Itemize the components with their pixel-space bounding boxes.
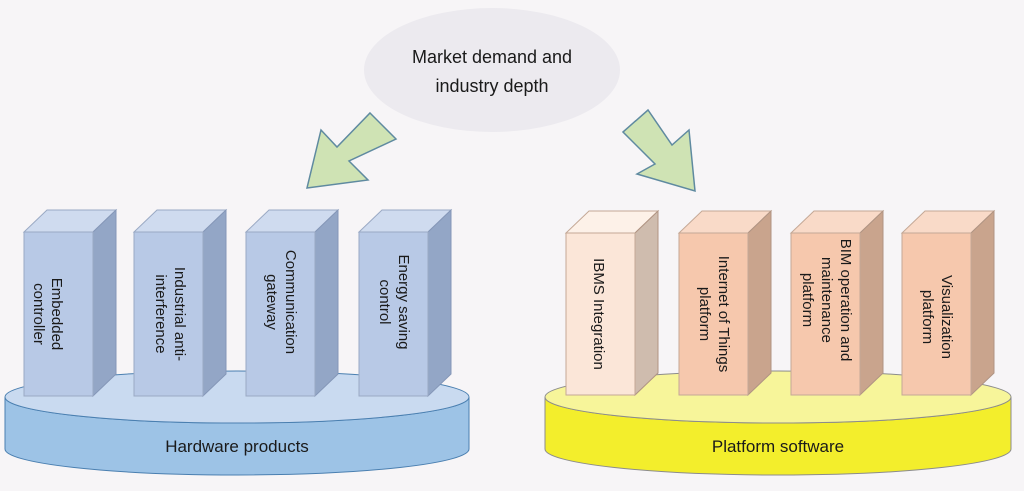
hardware-box-communication: Communication gateway (244, 208, 340, 398)
box-label-line-3: platform (799, 273, 816, 327)
market-demand-ellipse (364, 8, 620, 132)
software-box-ibms: IBMS Integration (564, 209, 660, 397)
arrow-to-software (621, 108, 696, 193)
box-side-face (970, 209, 995, 397)
hardware-box-energy: Energy saving control (357, 208, 453, 398)
box-label-line-2: controller (30, 283, 47, 345)
box-label-line-1: Industrial anti- (171, 267, 188, 361)
box-label-line-2: platform (696, 287, 713, 341)
box-label-line-1: BIM operation and (837, 239, 854, 362)
box-front-face (901, 232, 972, 396)
box-front-face (23, 231, 94, 397)
hardware-box-embedded: Embedded controller (22, 208, 118, 398)
hardware-box-industrial: Industrial anti- interference (132, 208, 228, 398)
box-front-face (133, 231, 204, 397)
market-demand-line-1: Market demand and (412, 47, 572, 67)
arrow-to-hardware (306, 111, 398, 189)
box-label-line-2: control (376, 279, 393, 324)
arrow-left-icon (306, 111, 398, 189)
box-side-face (634, 209, 659, 397)
box-label-line-2: platform (919, 290, 936, 344)
box-label-line-1: Communication (282, 250, 299, 354)
software-box-visualization: Visualization platform (900, 209, 996, 397)
software-box-iot: Internet of Things platform (677, 209, 773, 397)
hardware-products-label: Hardware products (165, 437, 309, 456)
platform-software-label: Platform software (712, 437, 844, 456)
market-demand-node: Market demand and industry depth (364, 8, 620, 132)
box-side-face (202, 208, 227, 398)
box-front-face (358, 231, 429, 397)
box-label-line-1: Internet of Things (715, 256, 732, 372)
hardware-platform-top (4, 370, 470, 424)
box-label-line-1: Visualization (938, 275, 955, 359)
box-label-line-2: gateway (263, 274, 280, 330)
box-front-face (678, 232, 749, 396)
box-side-face (427, 208, 452, 398)
arrow-right-icon (621, 108, 696, 193)
box-front-face (790, 232, 861, 396)
hardware-platform: Hardware products (4, 370, 470, 476)
box-side-face (314, 208, 339, 398)
box-side-face (92, 208, 117, 398)
box-label-line-2: interference (152, 274, 169, 353)
box-label-line-1: IBMS Integration (590, 258, 607, 370)
box-front-face (245, 231, 316, 397)
software-platform: Platform software (544, 370, 1012, 476)
software-box-bim: BIM operation and maintenance platform (789, 209, 885, 397)
software-platform-top (544, 370, 1012, 424)
box-label-line-2: maintenance (818, 257, 835, 343)
box-side-face (747, 209, 772, 397)
box-side-face (859, 209, 884, 397)
box-label-line-1: Energy saving (395, 254, 412, 349)
box-label-line-1: Embedded (48, 278, 65, 351)
box-front-face (565, 232, 636, 396)
market-demand-line-2: industry depth (435, 76, 548, 96)
